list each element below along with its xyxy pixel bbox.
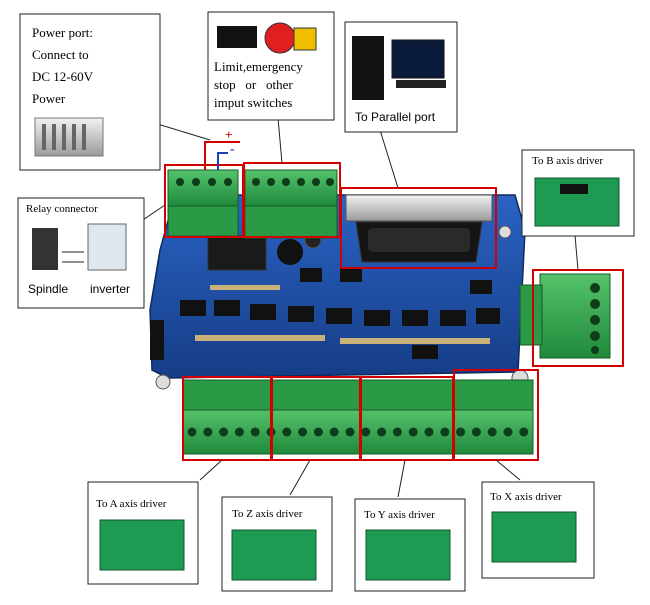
driver-board-icon	[491, 511, 577, 563]
terminal-screw	[487, 427, 497, 437]
relay-callout-title: Relay connector	[26, 203, 98, 215]
terminal-screw	[187, 427, 197, 437]
bottom-terminals	[182, 379, 534, 455]
callout-y-axis	[354, 498, 466, 592]
callout-limit	[207, 11, 335, 121]
terminal-screw	[234, 427, 244, 437]
limit-switch-terminal	[244, 169, 338, 239]
terminal-screw	[424, 427, 434, 437]
terminal-screw	[361, 427, 371, 437]
terminal-screw	[440, 427, 450, 437]
pc-tower-icon	[352, 36, 384, 100]
emergency-stop-icon	[264, 22, 296, 54]
input-switch-icon	[293, 27, 317, 51]
power-line-4: Power	[32, 91, 66, 106]
terminal-screw	[408, 427, 418, 437]
inverter-icon	[87, 223, 127, 271]
limit-callout-text: Limit,emergency stop or other imput swit…	[214, 58, 332, 112]
driver-board-icon	[99, 519, 185, 571]
callout-parallel	[344, 21, 458, 133]
parallel-callout-label: To Parallel port	[355, 110, 436, 124]
power-callout-text: Power port: Connect to DC 12-60V Power	[32, 22, 93, 110]
power-terminal	[167, 169, 239, 237]
terminal-screw	[377, 427, 387, 437]
terminal-screw	[219, 427, 229, 437]
terminal-screw	[519, 427, 529, 437]
power-wire-negative	[217, 152, 228, 170]
terminal-screw	[313, 427, 323, 437]
a-axis-callout-label: To A axis driver	[96, 498, 167, 510]
b-axis-callout-label: To B axis driver	[532, 155, 604, 167]
terminal-screw	[456, 427, 466, 437]
terminal-screw	[471, 427, 481, 437]
b-axis-terminal	[519, 273, 611, 359]
monitor-icon	[391, 39, 445, 79]
relay-callout-inverter: inverter	[90, 282, 131, 296]
terminal-screw	[298, 427, 308, 437]
limit-line-3: imput switches	[214, 95, 293, 110]
power-line-1: Power port:	[32, 25, 94, 40]
terminal-screw	[345, 427, 355, 437]
limit-line-2: stop or other	[214, 77, 293, 92]
polarity-plus: +	[225, 127, 233, 142]
highlight-parallel	[340, 187, 497, 269]
terminal-screw	[203, 427, 213, 437]
driver-board-icon	[231, 529, 317, 581]
limit-switch-icon	[217, 26, 257, 48]
terminal-screw	[503, 427, 513, 437]
callout-z-axis	[221, 496, 333, 592]
terminal-screw	[250, 427, 260, 437]
polarity-minus: -	[230, 142, 235, 157]
limit-line-1: Limit,emergency	[214, 59, 303, 74]
callout-a-axis	[87, 481, 199, 585]
terminal-screw	[392, 427, 402, 437]
callout-b-axis	[521, 149, 635, 237]
power-line-2: Connect to	[32, 47, 89, 62]
spindle-icon	[32, 228, 58, 270]
callout-relay	[17, 197, 145, 309]
driver-board-icon	[365, 529, 451, 581]
x-axis-callout-label: To X axis driver	[490, 491, 562, 503]
parallel-port-connector	[345, 194, 493, 263]
callout-x-axis	[481, 481, 595, 579]
callout-power	[19, 13, 161, 171]
power-line-3: DC 12-60V	[32, 69, 94, 84]
relay-callout-spindle: Spindle	[28, 282, 69, 296]
terminal-screw	[282, 427, 292, 437]
power-wire-positive	[204, 141, 240, 170]
y-axis-callout-label: To Y axis driver	[364, 509, 435, 521]
terminal-screw	[329, 427, 339, 437]
z-axis-callout-label: To Z axis driver	[232, 508, 303, 520]
